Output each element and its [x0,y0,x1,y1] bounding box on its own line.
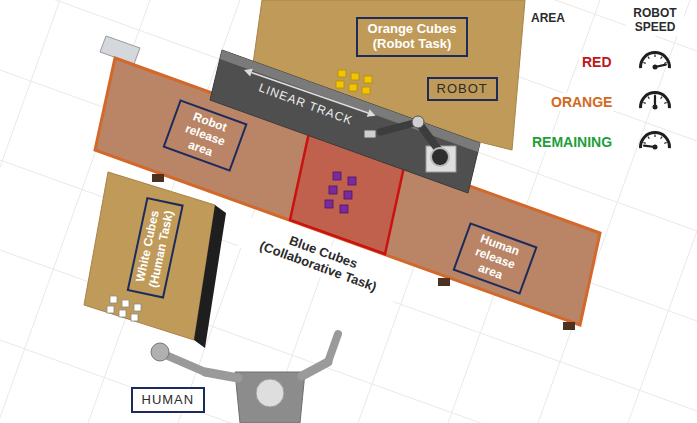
gauge-body [639,131,671,149]
white-cubes [107,296,141,321]
cube [131,314,138,321]
gauge-tick [654,55,655,58]
arrow-head [367,109,376,117]
robot-gripper [364,130,376,138]
gauge-body [639,91,671,109]
gauge-tick [661,137,662,139]
robot-tag: ROBOT [427,77,498,102]
gauge-hub [653,145,658,150]
legend-label: REMAINING [529,133,615,151]
gauge-tick [648,97,649,99]
cube [134,304,141,311]
grid-line [0,340,697,423]
cube [119,310,126,317]
cube [364,76,372,83]
gauge-tick [661,97,662,99]
gauge-tick [648,57,649,59]
legend-label: RED [579,53,615,71]
robot-joint [412,116,424,128]
speed-gauge [633,45,677,73]
cube [349,84,357,91]
cube [336,81,344,88]
gauge-tick [643,62,645,64]
cube [351,73,359,80]
human-arm [168,356,205,372]
node-text: HUMAN [142,393,195,408]
linear-track [210,50,480,193]
human-table [84,172,215,340]
cube [107,306,114,313]
orange-cubes [336,70,372,94]
human-tag: HUMAN [131,387,206,414]
grid-line [0,0,60,423]
speed-gauge [633,125,677,153]
cube [344,191,352,199]
legend-label: ORANGE [548,93,615,111]
cube [362,87,370,94]
node-text: Orange Cubes (Robot Task) [364,22,460,52]
human-arm [205,372,238,378]
speed-gauge [633,85,677,113]
arrow-head [244,69,253,77]
gauge-tick [654,135,655,138]
human-body [235,372,305,423]
gauge-tick [664,142,666,144]
cube [338,70,346,77]
node-text: ROBOT [437,82,488,97]
cube [110,296,117,303]
human-head [256,379,284,407]
blue-cubes [325,172,356,213]
gauge-hub [653,105,658,110]
table-leg [152,174,164,182]
human-table-side [194,205,226,348]
human-arm [328,334,338,362]
task-box: Orange Cubes (Robot Task) [356,17,468,57]
table-leg [563,322,575,330]
cube [348,177,356,185]
gauge-tick [643,102,645,104]
gauge-tick [664,102,666,104]
robot-base-plate [426,146,456,172]
legend-heading: AREA [528,11,568,27]
gauge-body [639,51,671,69]
grid-line [538,0,690,423]
cube [329,186,337,194]
grid-line [628,0,697,423]
cube [325,200,333,208]
cube [333,172,341,180]
robot-joint [431,148,449,166]
gauge-tick [643,142,645,144]
robot-arm [364,116,456,172]
cube [122,300,129,307]
gauge-tick [648,137,649,139]
gauge-tick [661,57,662,59]
table-leg [438,278,450,286]
human-hand [151,343,169,361]
cube [340,205,348,213]
grid-line [0,160,697,411]
human-arm [302,362,328,376]
legend-heading: ROBOT SPEED [626,6,684,36]
gauge-hub [653,65,658,70]
